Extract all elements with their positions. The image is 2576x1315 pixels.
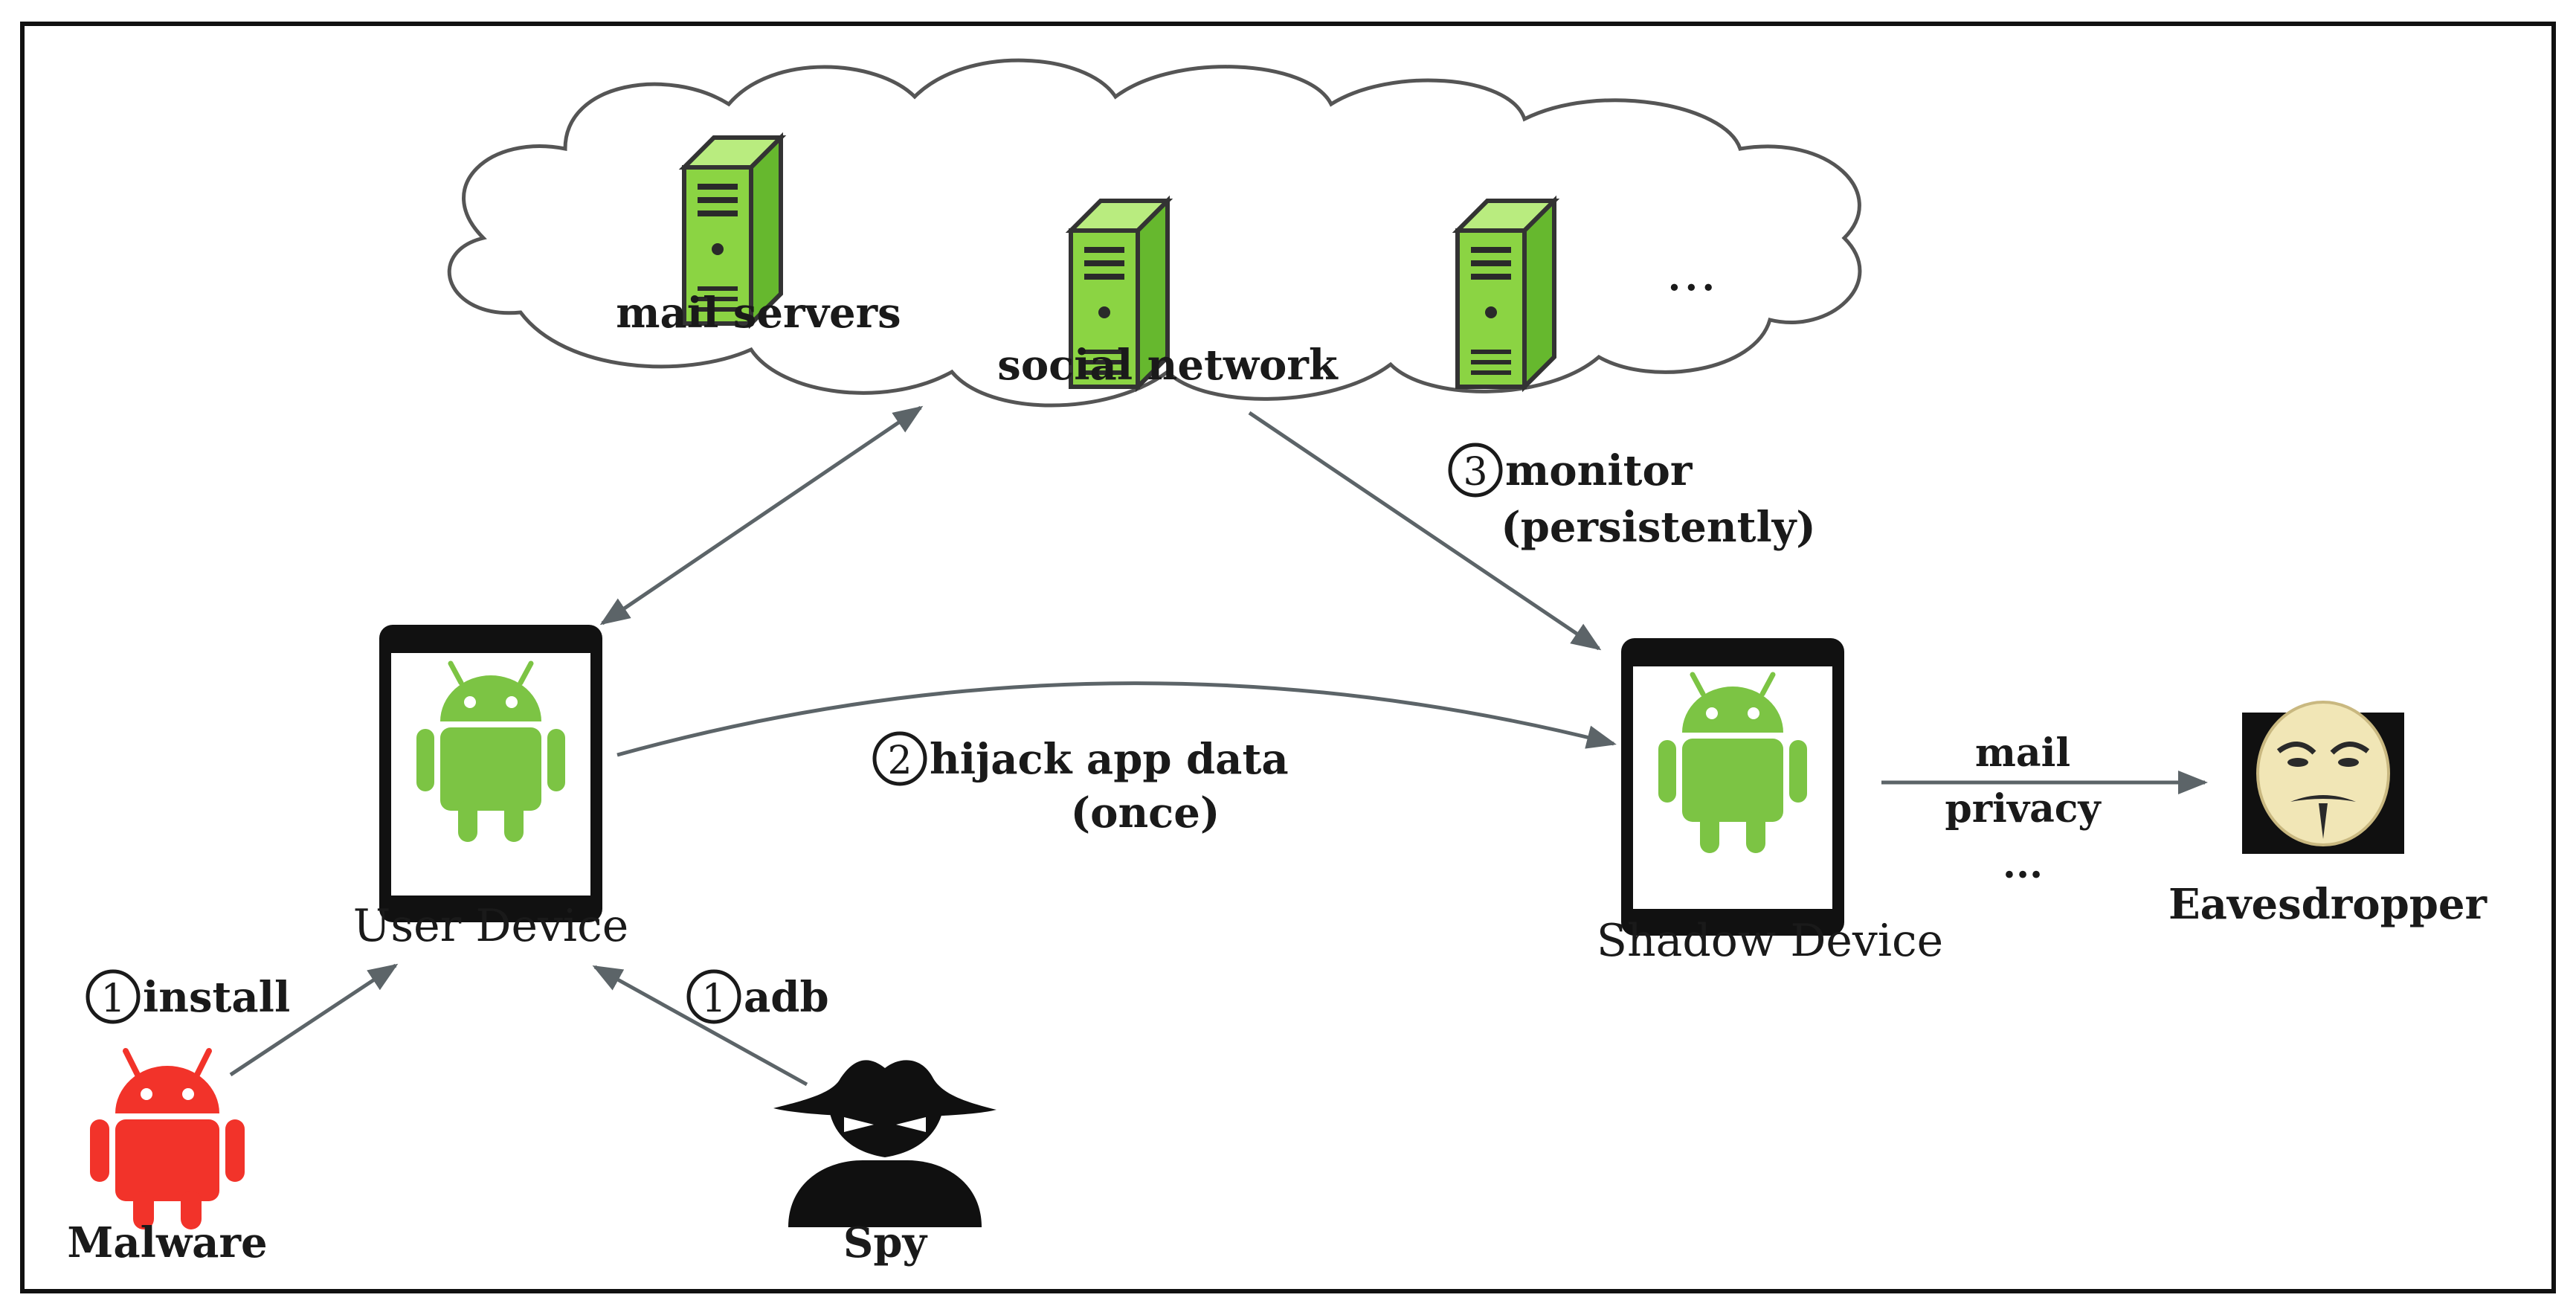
monitor-sublabel: (persistently)	[1501, 503, 1816, 552]
step-circle	[872, 731, 927, 786]
step-circle	[686, 969, 741, 1024]
hijack-arrow	[616, 681, 1617, 757]
step-circle	[86, 969, 141, 1024]
red-android-icon	[90, 1048, 245, 1229]
monitor-label: monitor	[1505, 446, 1693, 495]
user-device	[379, 625, 602, 922]
shadow-device-label: Shadow Device	[1597, 915, 1943, 967]
server-icon	[1458, 201, 1554, 387]
leak-label-mail: mail	[1975, 730, 2070, 776]
adb-arrow	[592, 965, 808, 1087]
leak-label-privacy: privacy	[1945, 786, 2102, 832]
mask-icon	[2242, 701, 2404, 854]
hijack-label: hijack app data	[930, 735, 1289, 784]
shadow-device	[1621, 638, 1844, 936]
step-circle	[1448, 443, 1503, 498]
monitor-step-number: 3	[1463, 450, 1487, 495]
install-label: install	[143, 973, 290, 1022]
figure-frame	[20, 22, 2556, 1293]
adb-label: adb	[744, 973, 829, 1022]
hijack-step-number: 2	[887, 739, 912, 783]
cloud-user-arrow	[599, 405, 924, 626]
more-servers-ellipsis: ...	[1666, 240, 1717, 303]
mail-servers-label: mail servers	[616, 289, 901, 338]
eavesdropper-label: Eavesdropper	[2168, 880, 2488, 929]
social-network-label: social network	[997, 341, 1339, 390]
install-step-number: 1	[100, 977, 125, 1021]
hijack-sublabel: (once)	[1071, 788, 1220, 837]
malware-label: Malware	[67, 1218, 267, 1267]
user-device-label: User Device	[353, 900, 628, 952]
spy-label: Spy	[843, 1218, 928, 1267]
monitor-arrow	[1248, 411, 1602, 651]
spy-icon	[773, 1060, 996, 1227]
leak-label-more: ...	[2003, 842, 2043, 887]
adb-step-number: 1	[701, 977, 726, 1021]
install-arrow	[229, 963, 399, 1077]
